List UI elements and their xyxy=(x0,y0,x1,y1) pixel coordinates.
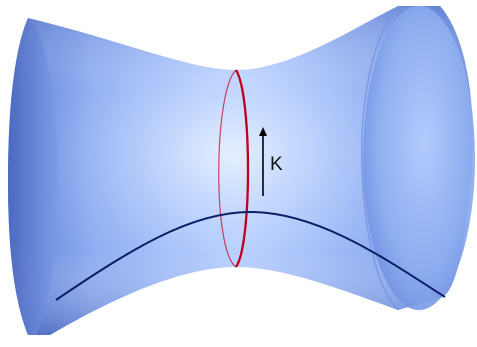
right-opening xyxy=(363,6,475,310)
waist-circle-front xyxy=(234,69,250,268)
arrow-label: K xyxy=(270,154,283,175)
waist-circle-back xyxy=(218,69,237,268)
arrow-annotation: K xyxy=(259,127,283,196)
arrow-head xyxy=(259,127,267,136)
left-opening-rim xyxy=(8,18,58,335)
right-opening-edge xyxy=(361,5,399,311)
surface-vertical-shading xyxy=(8,6,473,335)
geodesic-curve xyxy=(55,210,446,301)
